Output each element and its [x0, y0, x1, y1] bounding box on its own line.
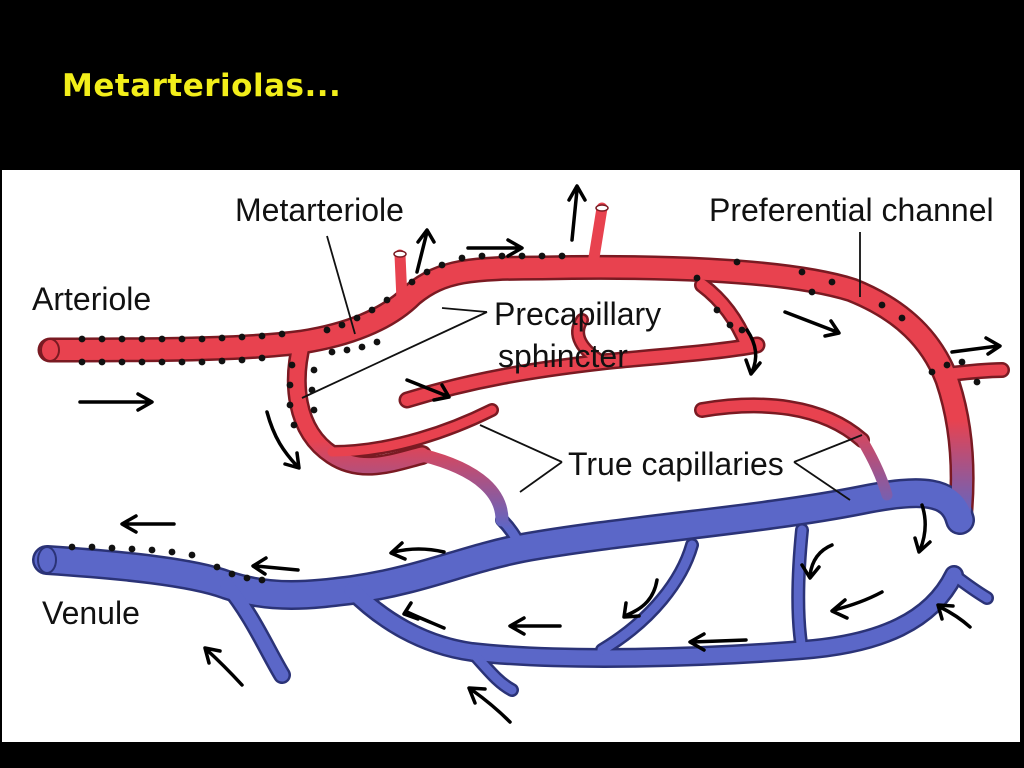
flow-arrow-icon — [415, 228, 436, 274]
flow-arrow-icon — [622, 578, 659, 619]
arterial-vessels — [40, 257, 1008, 530]
flow-arrow-icon — [466, 238, 524, 258]
venule-opening — [37, 546, 57, 574]
label-sphincter: sphincter — [498, 338, 628, 374]
label-precapillary: Precapillary — [494, 296, 661, 332]
diagram-panel: Arteriole Metarteriole Preferential chan… — [2, 170, 1020, 742]
venule-lower-branch — [220, 578, 289, 682]
flow-arrow-icon — [744, 328, 762, 376]
leader-lines — [301, 232, 863, 501]
preferential-loop — [696, 279, 753, 351]
venous-connector-2 — [793, 525, 807, 655]
flow-arrow-icon — [936, 603, 972, 629]
flow-arrow-icon — [830, 590, 884, 620]
flow-arrow-icon — [783, 310, 841, 338]
flow-arrow-icon — [567, 184, 587, 242]
venous-connector-1 — [597, 540, 697, 655]
venous-bottom-loop — [344, 567, 962, 666]
venous-drain-stub — [467, 647, 517, 695]
flow-arrow-icon — [251, 556, 300, 576]
flow-arrow-icon — [913, 503, 932, 554]
flow-arrow-icon — [402, 601, 446, 630]
flow-arrow-icon — [265, 410, 301, 470]
flow-arrow-icon-group — [78, 184, 1002, 724]
capillary-bed-diagram: Arteriole Metarteriole Preferential chan… — [32, 184, 1010, 724]
flow-arrow-icon — [950, 336, 1002, 356]
outflow-branch — [936, 364, 1008, 381]
flow-arrow-icon — [800, 543, 834, 580]
title-band: Metarteriolas... — [0, 0, 1024, 162]
venule-trunk — [34, 480, 973, 608]
right-descending-vessel — [856, 434, 893, 501]
slide-title: Metarteriolas... — [62, 68, 342, 104]
red-to-blue-capillary — [415, 448, 509, 527]
label-arteriole: Arteriole — [32, 281, 151, 317]
true-capillary-right — [696, 399, 868, 446]
flow-arrow-icon — [688, 632, 748, 652]
flow-arrow-icon — [203, 646, 244, 687]
flow-arrow-icon — [508, 616, 562, 636]
vessel-sprouts — [393, 202, 609, 306]
label-true-capillaries: True capillaries — [568, 446, 784, 482]
venous-right-stub — [949, 570, 992, 603]
flow-arrow-icon — [405, 378, 451, 402]
flow-arrow-icon — [389, 541, 446, 561]
venous-vessels — [34, 480, 992, 695]
label-venule: Venule — [42, 595, 140, 631]
label-preferential-channel: Preferential channel — [709, 192, 994, 228]
flow-arrow-icon — [120, 514, 176, 534]
label-metarteriole: Metarteriole — [235, 192, 404, 228]
true-capillary-mid — [327, 405, 497, 457]
capillary-stub — [573, 315, 607, 367]
sphincter-dot-icon-group — [68, 252, 981, 584]
arteriole-opening — [40, 338, 60, 362]
flow-arrow-icon — [467, 686, 512, 724]
flow-arrow-icon — [78, 392, 154, 412]
